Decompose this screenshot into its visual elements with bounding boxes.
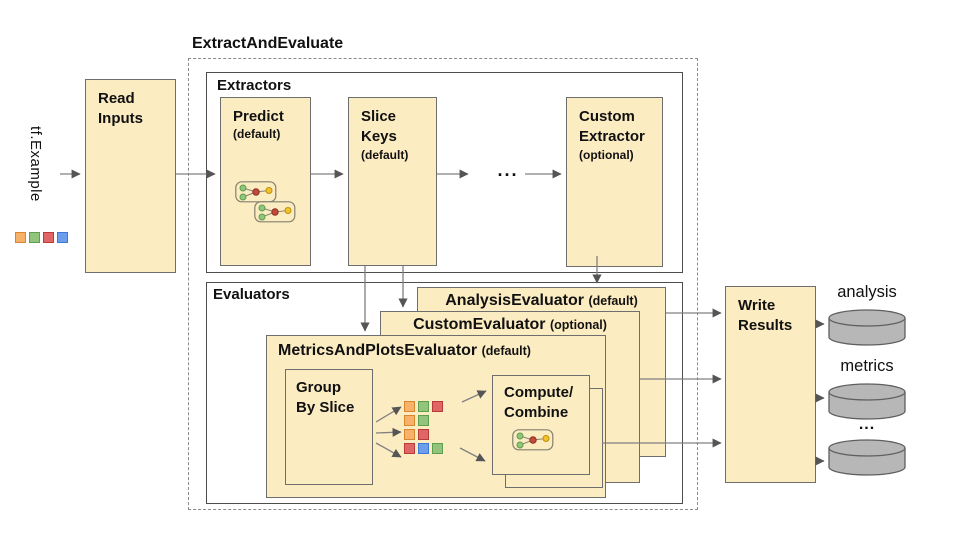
custom-evaluator-qualifier: (optional) — [549, 318, 607, 332]
write-results-line2: Results — [738, 317, 793, 335]
output-label-ellipsis: ... — [858, 416, 876, 433]
output-label-analysis: analysis — [837, 283, 897, 301]
orange-square — [404, 429, 415, 440]
slice-grid — [404, 401, 443, 454]
red-square — [418, 429, 429, 440]
red-square — [43, 232, 54, 243]
predict-network-icon — [235, 181, 296, 223]
green-square — [418, 415, 429, 426]
slice-row — [404, 401, 443, 412]
slice-keys-label-line2: Keys — [361, 128, 397, 146]
green-square — [29, 232, 40, 243]
blue-square — [57, 232, 68, 243]
tf-example-label: tf.Example — [27, 126, 44, 202]
slice-keys-extractor-box: Slice Keys (default) — [348, 97, 437, 266]
predict-qualifier: (default) — [233, 127, 281, 142]
group-by-slice-box: Group By Slice — [285, 369, 373, 485]
output-label-metrics: metrics — [840, 357, 894, 375]
blue-square — [418, 443, 429, 454]
read-inputs-box: Read Inputs — [85, 79, 176, 273]
custom-extractor-qualifier: (optional) — [579, 147, 634, 162]
extractors-label: Extractors — [217, 77, 292, 94]
custom-evaluator-name: CustomEvaluator — [413, 316, 546, 333]
red-square — [432, 401, 443, 412]
slice-keys-qualifier: (default) — [361, 147, 409, 162]
extract-and-evaluate-container — [188, 58, 698, 510]
read-inputs-label-line1: Read — [98, 90, 135, 107]
write-results-line1: Write — [738, 297, 776, 314]
group-by-slice-line2: By Slice — [296, 399, 355, 417]
analysis-evaluator-name: AnalysisEvaluator — [445, 292, 584, 309]
evaluators-label: Evaluators — [213, 286, 290, 303]
write-results-box: Write Results — [725, 286, 816, 483]
group-by-slice-line1: Group — [296, 379, 341, 396]
compute-combine-line2: Combine — [504, 404, 569, 422]
metrics-and-plots-title: MetricsAndPlotsEvaluator (default) — [278, 342, 531, 360]
slice-keys-label-line1: Slice — [361, 108, 397, 125]
read-inputs-label-line2: Inputs — [98, 110, 143, 128]
red-square — [404, 443, 415, 454]
extract-and-evaluate-title: ExtractAndEvaluate — [192, 35, 344, 52]
custom-extractor-label-line1: Custom — [579, 108, 635, 125]
orange-square — [15, 232, 26, 243]
slice-row — [404, 429, 443, 440]
compute-combine-line1: Compute/ — [504, 384, 574, 401]
orange-square — [404, 401, 415, 412]
database-cylinder-icon — [828, 309, 906, 346]
custom-extractor-label-line2: Extractor — [579, 128, 645, 146]
metrics-and-plots-qualifier: (default) — [481, 344, 531, 358]
custom-evaluator-title: CustomEvaluator (optional) — [381, 316, 639, 334]
orange-square — [404, 415, 415, 426]
analysis-evaluator-qualifier: (default) — [588, 294, 638, 308]
slice-row — [404, 443, 443, 454]
green-square — [418, 401, 429, 412]
combine-network-icon — [512, 429, 554, 451]
extractors-ellipsis: ... — [497, 160, 519, 180]
slice-row — [404, 415, 443, 426]
input-squares — [15, 232, 68, 243]
custom-extractor-box: Custom Extractor (optional) — [566, 97, 663, 267]
metrics-and-plots-name: MetricsAndPlotsEvaluator — [278, 342, 478, 359]
analysis-evaluator-title: AnalysisEvaluator (default) — [418, 292, 665, 310]
database-cylinder-icon — [828, 439, 906, 476]
predict-label: Predict — [233, 108, 284, 125]
predict-extractor-box: Predict (default) — [220, 97, 311, 266]
compute-combine-box: Compute/ Combine — [492, 375, 590, 475]
green-square — [432, 443, 443, 454]
